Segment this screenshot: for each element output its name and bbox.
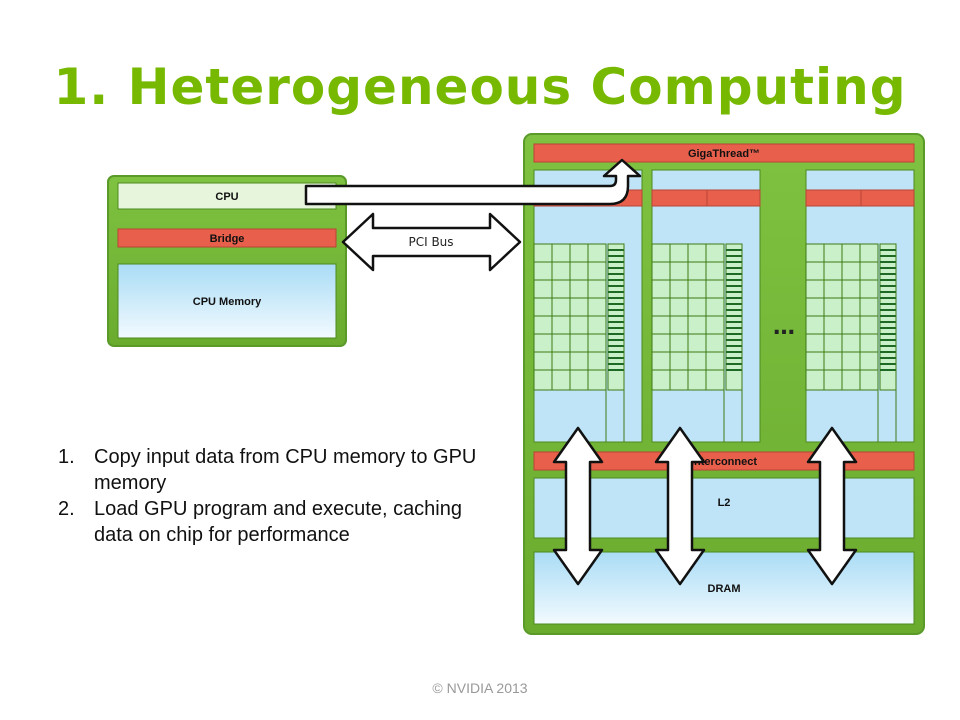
bridge-block [117, 228, 337, 248]
gigathread-label: GigaThread™ [688, 148, 760, 160]
dram-block [533, 551, 915, 625]
host-board: CPU Bridge CPU Memory [107, 175, 347, 347]
slide-title: 1. Heterogeneous Computing [53, 58, 907, 116]
step-number: 2. [58, 498, 75, 520]
cpu-label: CPU [215, 191, 238, 203]
sm-block-2 [651, 169, 761, 443]
vertical-data-arrow-3 [806, 426, 858, 586]
vertical-data-arrow-1 [552, 426, 604, 586]
pci-bus-label: PCI Bus [408, 235, 453, 249]
ellipsis-label: … [773, 315, 795, 340]
vertical-data-arrow-2 [654, 426, 706, 586]
pci-bus-arrow: PCI Bus [341, 212, 522, 272]
l2-block [533, 477, 915, 539]
interconnect-label: Interconnect [691, 456, 757, 468]
sm-block-1 [533, 169, 643, 443]
copy-path-arrow [304, 158, 642, 206]
sm-block-3 [805, 169, 915, 443]
cpu-block [117, 182, 337, 210]
bridge-label: Bridge [210, 233, 245, 245]
cpu-memory-block [117, 263, 337, 339]
cpu-memory-label: CPU Memory [193, 296, 262, 308]
l2-label: L2 [718, 497, 731, 509]
step-text: Copy input data from CPU memory to GPU m… [94, 446, 477, 494]
step-item: 1. Copy input data from CPU memory to GP… [58, 444, 478, 496]
copyright-footer: © NVIDIA 2013 [432, 680, 528, 696]
step-item: 2. Load GPU program and execute, caching… [58, 496, 478, 548]
step-number: 1. [58, 446, 75, 468]
step-text: Load GPU program and execute, caching da… [94, 498, 462, 546]
dram-label: DRAM [708, 583, 741, 595]
steps-list: 1. Copy input data from CPU memory to GP… [58, 444, 478, 548]
gigathread-block [533, 143, 915, 163]
